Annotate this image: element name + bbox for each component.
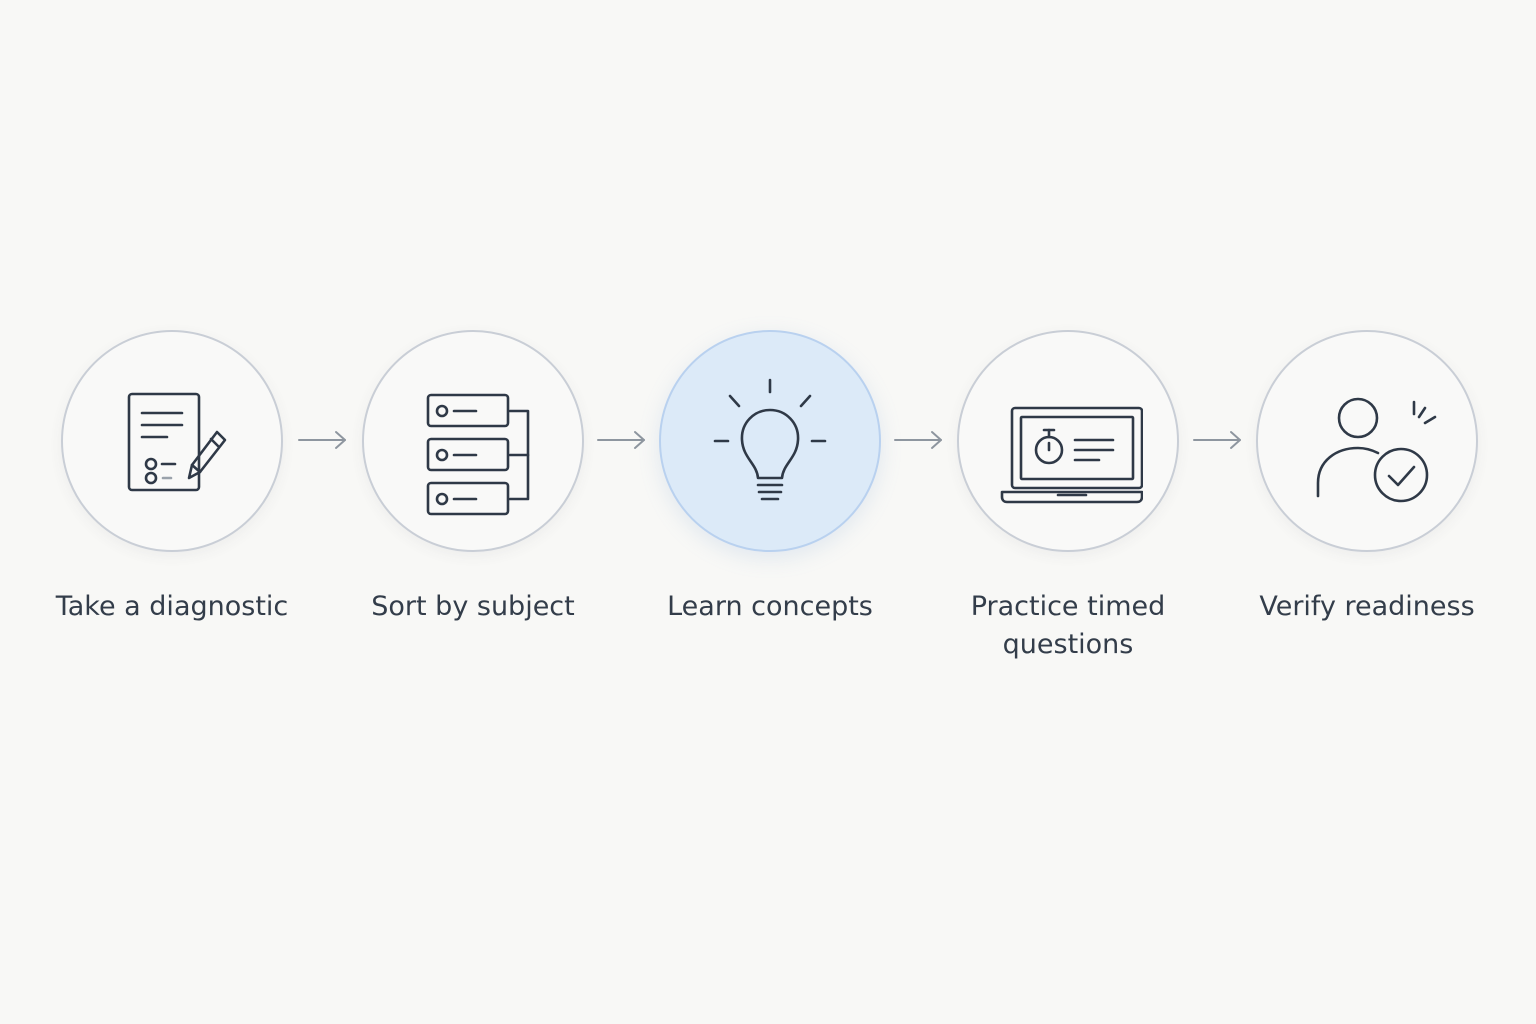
step-label: Verify readiness [1259, 591, 1475, 622]
person-check-icon [1316, 397, 1437, 503]
arrow-right-icon [894, 431, 942, 449]
step-verify-readiness: Verify readiness [1237, 330, 1497, 626]
sorted-cards-icon [426, 393, 530, 516]
step-sort-by-subject: Sort by subject [343, 330, 603, 626]
step-take-diagnostic: Take a diagnostic [42, 330, 302, 626]
checklist-pencil-icon [127, 392, 227, 492]
step-label: Sort by subject [371, 591, 575, 622]
step-learn-concepts: Learn concepts [640, 330, 900, 626]
step-circle [1256, 330, 1478, 552]
arrow-right-icon [1193, 431, 1241, 449]
step-circle [61, 330, 283, 552]
laptop-timer-icon [1000, 406, 1143, 504]
step-circle [957, 330, 1179, 552]
step-label: Take a diagnostic [55, 591, 289, 622]
step-circle-highlighted [659, 330, 881, 552]
arrow-right-icon [298, 431, 346, 449]
step-label: Practice timed questions [970, 591, 1166, 660]
step-practice-timed-questions: Practice timed questions [938, 330, 1198, 664]
step-circle [362, 330, 584, 552]
lightbulb-icon [713, 378, 827, 501]
step-label: Learn concepts [667, 591, 873, 622]
arrow-right-icon [597, 431, 645, 449]
